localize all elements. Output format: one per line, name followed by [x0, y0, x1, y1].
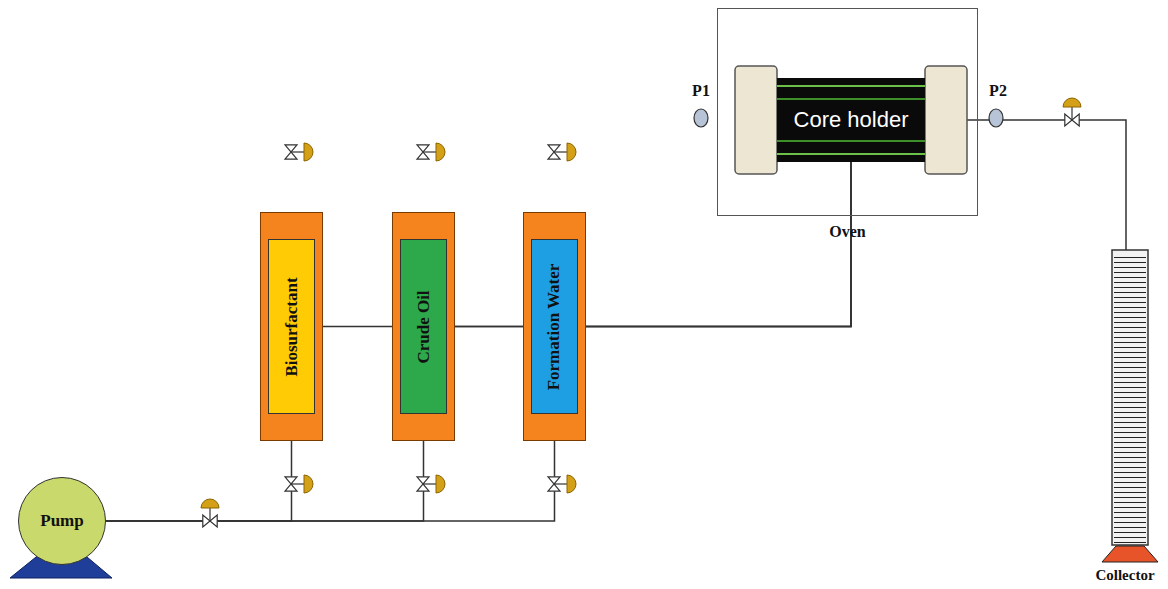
pipe-line	[106, 441, 292, 521]
oven-label: Oven	[718, 223, 977, 241]
valve-symbol	[417, 475, 445, 493]
valve-symbol	[201, 499, 219, 527]
valve-symbol	[548, 475, 576, 493]
pipe-line	[455, 162, 851, 327]
fluid-cylinder: Crude Oil	[392, 212, 455, 441]
pump-label: Pump	[40, 511, 83, 531]
valve-symbol	[285, 475, 313, 493]
fluid-cylinder: Formation Water	[523, 212, 586, 441]
gauge-label: P1	[692, 82, 710, 100]
graduation-marks	[1114, 253, 1146, 543]
fluid-label: Biosurfactant	[282, 277, 302, 376]
fluid-cylinder: Biosurfactant	[260, 212, 323, 441]
gauge-label: P2	[989, 82, 1007, 100]
pump-circle: Pump	[18, 477, 106, 565]
pipe-line	[106, 441, 424, 521]
pipe-line	[106, 441, 555, 521]
valve-symbol	[285, 143, 313, 161]
fluid-label: Formation Water	[545, 263, 565, 390]
pipe-line	[586, 162, 851, 327]
component-label: Core holder	[791, 107, 912, 133]
fluid-fill: Formation Water	[531, 239, 578, 414]
fluid-fill: Biosurfactant	[268, 239, 315, 414]
valve-symbol	[548, 143, 576, 161]
valve-symbol	[1063, 98, 1081, 126]
pressure-gauge	[989, 109, 1003, 127]
end-cap	[925, 66, 967, 174]
collector: Collector	[1086, 250, 1166, 584]
valve-symbol	[417, 143, 445, 161]
collector-base	[1102, 546, 1158, 562]
core-holder: Core holder	[777, 78, 925, 162]
pressure-gauge	[694, 109, 708, 127]
fluid-fill: Crude Oil	[400, 239, 447, 414]
fluid-label: Crude Oil	[414, 290, 434, 363]
end-cap	[735, 66, 777, 174]
oven-box: OvenCore holder	[717, 8, 978, 216]
graduated-cylinder	[1112, 250, 1148, 545]
collector-label: Collector	[1080, 567, 1168, 584]
